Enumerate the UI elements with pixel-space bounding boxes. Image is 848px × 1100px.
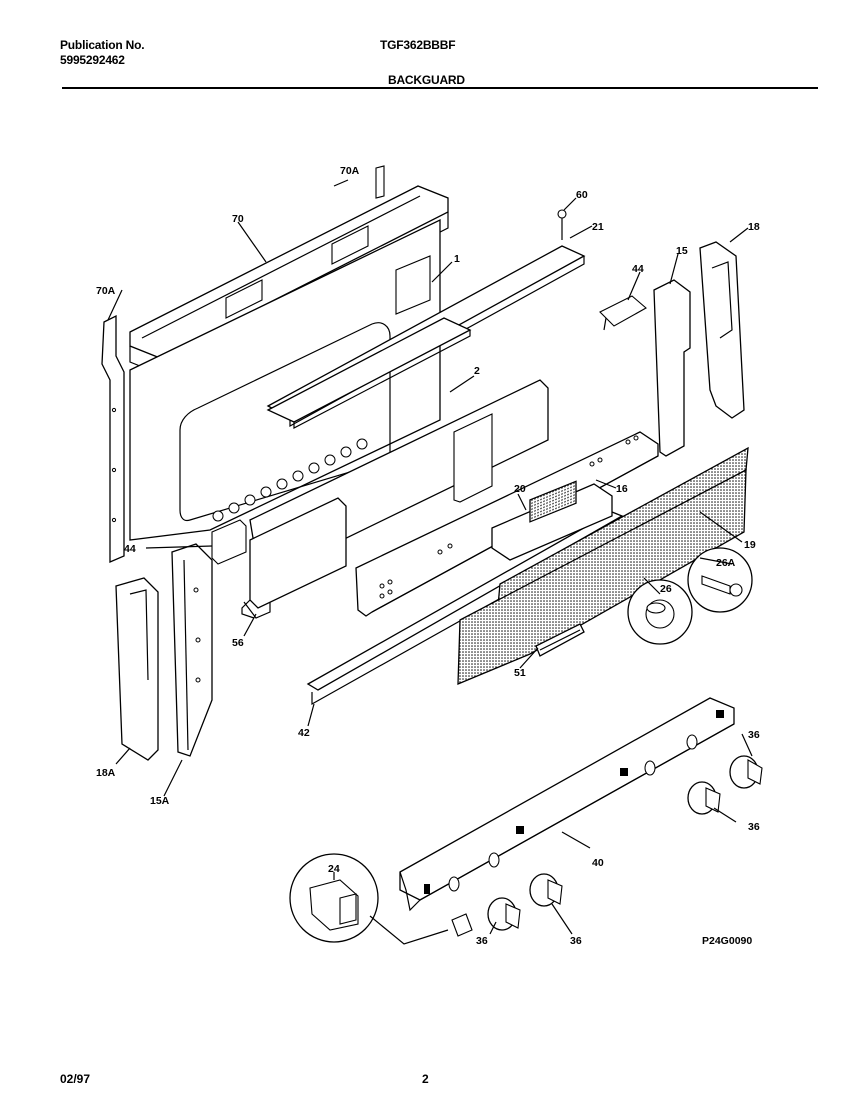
revision-date: 02/97 — [60, 1072, 91, 1086]
part-70a-left-trim — [101, 314, 125, 563]
callout-44-left: 44 — [124, 543, 136, 555]
callout-15: 15 — [676, 245, 688, 257]
part-18-right-end-cap — [699, 241, 745, 419]
callout-44-top: 44 — [632, 263, 644, 275]
part-36-knob-c — [529, 873, 563, 907]
part-26-knob-detail — [627, 579, 693, 645]
part-36-knob-b — [687, 781, 721, 815]
leader-lines — [107, 179, 753, 945]
callout-70a-left: 70A — [96, 285, 116, 297]
callout-2: 2 — [474, 365, 480, 377]
header-rule — [62, 87, 818, 89]
part-36-knob-d — [487, 897, 521, 931]
callout-40: 40 — [592, 857, 604, 869]
callout-42: 42 — [298, 727, 310, 739]
publication-label: Publication No. — [60, 38, 145, 52]
callout-18: 18 — [748, 221, 760, 233]
part-26a-shaft-detail — [687, 547, 753, 613]
part-70a-top-bracket — [375, 165, 385, 199]
callout-36-b: 36 — [748, 821, 760, 833]
callout-70a-top: 70A — [340, 165, 360, 177]
callout-18a: 18A — [96, 767, 116, 779]
callout-60: 60 — [576, 189, 588, 201]
part-24-rocker-switch-detail — [289, 853, 473, 943]
callout-24: 24 — [328, 863, 340, 875]
page-number: 2 — [422, 1072, 429, 1086]
part-70-top-trim — [129, 185, 449, 375]
part-40-manifold-panel — [399, 697, 735, 912]
part-60-screw — [557, 209, 567, 240]
part-15a-left-bracket — [171, 543, 213, 757]
part-1-backguard-panel — [129, 218, 441, 541]
callout-26: 26 — [660, 583, 672, 595]
section-title: BACKGUARD — [388, 73, 465, 87]
part-2-bracket — [266, 317, 472, 429]
callout-20: 20 — [514, 483, 526, 495]
callout-70: 70 — [232, 213, 244, 225]
callout-15a: 15A — [150, 795, 170, 807]
callout-21: 21 — [592, 221, 604, 233]
callout-36-c: 36 — [476, 935, 488, 947]
callout-16: 16 — [616, 483, 628, 495]
part-51-connector — [535, 623, 585, 657]
part-56-box — [241, 497, 347, 619]
callout-51: 51 — [514, 667, 526, 679]
callout-19: 19 — [744, 539, 756, 551]
callout-1: 1 — [454, 253, 460, 265]
part-15-right-bracket — [653, 279, 691, 457]
part-44-top-bracket — [599, 295, 647, 331]
part-44-left-bracket — [211, 519, 247, 565]
callout-36-d: 36 — [570, 935, 582, 947]
model-number: TGF362BBBF — [380, 38, 456, 52]
callout-26a: 26A — [716, 557, 736, 569]
publication-number: 5995292462 — [60, 53, 125, 67]
part-36-knob-a — [729, 755, 763, 789]
part-18a-left-end-cap — [115, 577, 159, 761]
drawing-code: P24G0090 — [702, 935, 752, 947]
callout-36-a: 36 — [748, 729, 760, 741]
part-20-timer-module — [491, 480, 613, 561]
callout-56: 56 — [232, 637, 244, 649]
